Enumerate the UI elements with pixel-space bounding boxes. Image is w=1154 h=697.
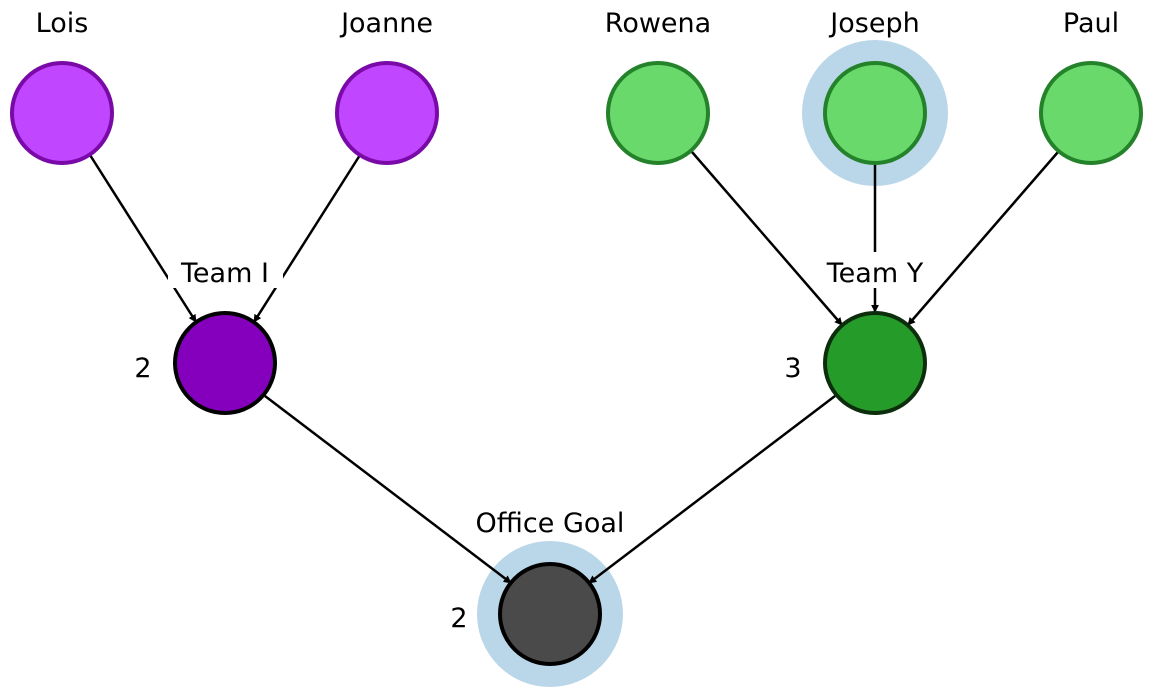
member-name-label: Paul (1063, 8, 1119, 39)
member-node-lois[interactable]: Lois (10, 8, 114, 165)
team-circle (173, 311, 277, 415)
edge-team-y-goal (588, 395, 836, 584)
edge-paul-team-y (907, 151, 1059, 326)
team-node-team-i[interactable]: Team I 2 (134, 258, 277, 415)
member-circle (823, 61, 927, 165)
team-y-label-bg (818, 252, 932, 288)
team-count-label: 2 (134, 353, 151, 384)
edge-team-i-goal (264, 395, 512, 584)
team-name-label: Team Y (826, 258, 924, 289)
goal-circle (498, 562, 602, 666)
goal-count-label: 2 (450, 603, 467, 634)
team-i-label-bg (168, 252, 283, 288)
goal-name-label: Office Goal (476, 508, 625, 539)
goal-node-office-goal[interactable]: Office Goal 2 (450, 508, 625, 666)
member-node-paul[interactable]: Paul (1039, 8, 1143, 165)
member-name-label: Joanne (339, 8, 433, 39)
member-circle (335, 61, 439, 165)
member-node-joanne[interactable]: Joanne (335, 8, 439, 165)
edge-joanne-team-i (252, 154, 362, 323)
member-circle (606, 61, 710, 165)
team-count-label: 3 (784, 353, 801, 384)
member-name-label: Rowena (605, 8, 711, 39)
team-node-team-y[interactable]: Team Y 3 (784, 258, 927, 415)
member-node-joseph[interactable]: Joseph (823, 8, 927, 165)
member-name-label: Joseph (828, 8, 919, 39)
member-node-rowena[interactable]: Rowena (605, 8, 711, 165)
team-circle (823, 311, 927, 415)
member-circle (1039, 61, 1143, 165)
member-name-label: Lois (36, 8, 89, 39)
edge-rowena-team-y (691, 151, 843, 326)
edge-lois-team-i (88, 154, 198, 323)
member-circle (10, 61, 114, 165)
team-name-label: Team I (180, 258, 269, 289)
